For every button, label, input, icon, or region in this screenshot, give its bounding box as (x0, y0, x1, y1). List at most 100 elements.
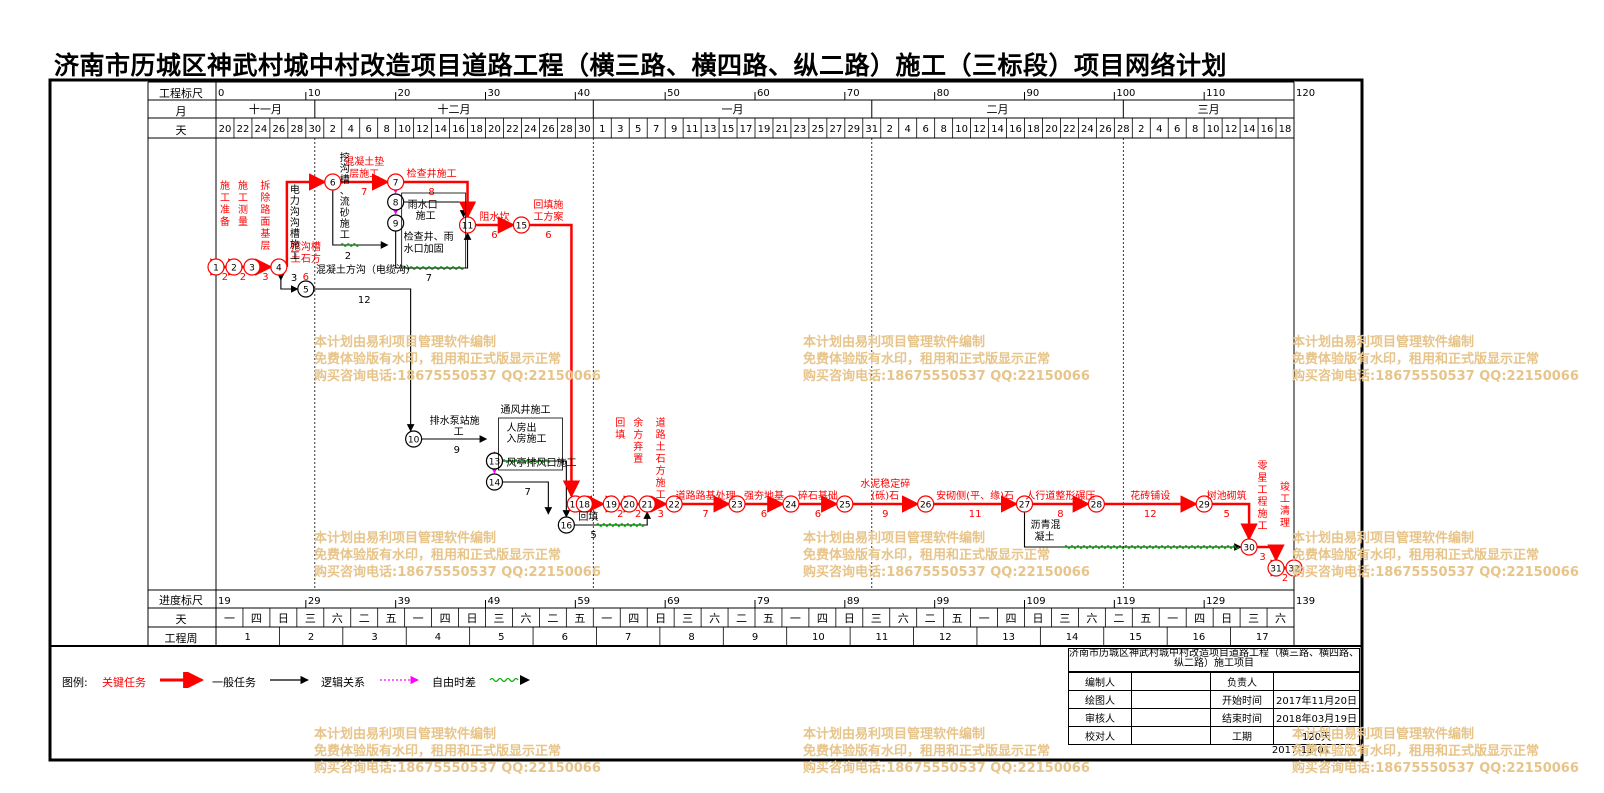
arrow-4-5b (280, 275, 299, 293)
label-27-30b: 凝土 (1035, 530, 1055, 543)
critical-duration: 6 (303, 272, 309, 283)
info-reviewer-label: 审核人 (1068, 708, 1132, 727)
progress-tick-label: 69 (667, 596, 680, 607)
event-node-label: 11 (462, 222, 473, 232)
day-label: 8 (1192, 124, 1198, 135)
legend-logic-arrow (380, 675, 419, 685)
progress-tick-label: 29 (308, 596, 321, 607)
label-10-12b: 工 (454, 427, 464, 438)
day-label: 30 (578, 124, 591, 135)
label-6-9: 槽 (340, 173, 350, 186)
day-label: 18 (1279, 124, 1292, 135)
critical-label: 挖沟槽 (291, 240, 321, 253)
progress-tick-label: 129 (1206, 596, 1225, 607)
event-node (225, 258, 243, 276)
info-end-date: 2018年03月19日 (1273, 708, 1360, 727)
label-5-10: 混凝土方沟（电缆沟） (316, 263, 416, 276)
day-label: 16 (1009, 124, 1022, 135)
label-27-30: 沥青混 (1031, 518, 1061, 531)
critical-label-char: 余 (633, 416, 643, 429)
event-node-label: 6 (330, 179, 336, 189)
event-node-label: 18 (579, 501, 591, 511)
event-node-label: 17 (570, 501, 581, 511)
day-label: 4 (348, 124, 354, 135)
info-editor-label: 编制人 (1068, 672, 1132, 691)
float-27-30 (1064, 545, 1239, 549)
row-label-week: 工程周 (164, 632, 198, 645)
day-label: 13 (704, 124, 717, 135)
weekday-label: 五 (574, 612, 585, 625)
dur-10-12: 9 (454, 445, 460, 456)
outer-frame (48, 78, 1364, 762)
info-end-label: 结束时间 (1210, 708, 1274, 727)
weekday-label: 三 (305, 612, 316, 625)
row-label-day: 天 (175, 124, 187, 137)
week-label: 7 (625, 632, 631, 643)
critical-label-char: 层 (260, 240, 270, 252)
legend-title: 图例: (62, 676, 88, 689)
dur-4-5: 3 (291, 273, 297, 284)
week-label: 11 (875, 632, 888, 643)
critical-duration: 2 (240, 272, 246, 283)
critical-label-char: 竣 (1280, 480, 1290, 493)
weekday-label: 三 (682, 612, 693, 625)
critical-label-char: 施 (1258, 507, 1268, 520)
weekday-label: 五 (1140, 612, 1151, 625)
day-label: 18 (1027, 124, 1040, 135)
critical-label-char: 路 (260, 203, 270, 216)
scale-tick-label: 40 (577, 88, 590, 99)
day-label: 10 (398, 124, 411, 135)
day-label: 9 (671, 124, 677, 135)
critical-arrow-4-6 (285, 173, 327, 267)
event-nodes: 1234567891011121314151617181920212223242… (207, 173, 1303, 577)
dur-5-10: 12 (358, 295, 371, 306)
critical-duration: 6 (491, 230, 497, 241)
row-label-month: 月 (175, 105, 187, 118)
weekday-label: 五 (763, 612, 774, 625)
day-label: 22 (506, 124, 519, 135)
day-label: 21 (776, 124, 789, 135)
event-node-label: 27 (1019, 501, 1030, 511)
critical-label-char: 准 (220, 204, 230, 216)
weekday-label: 四 (1006, 612, 1017, 625)
label-6-9: 砂 (340, 206, 350, 219)
progress-tick-label: 119 (1116, 596, 1135, 607)
event-node (575, 495, 593, 513)
week-label: 9 (752, 632, 758, 643)
week-label: 1 (245, 632, 251, 643)
critical-duration: 6 (761, 509, 767, 520)
weekday-label: 二 (1113, 612, 1124, 625)
scale-tick-label: 100 (1116, 88, 1135, 99)
arrow-14-16 (502, 481, 553, 515)
info-checker-label: 校对人 (1068, 726, 1132, 745)
weekday-label: 四 (1194, 612, 1205, 625)
day-label: 23 (794, 124, 807, 135)
day-label: 31 (865, 124, 878, 135)
event-node (638, 495, 656, 513)
event-node-label: 7 (393, 179, 399, 189)
critical-label-char: 零 (1258, 460, 1268, 472)
event-node-label: 3 (249, 264, 255, 274)
event-node (557, 516, 575, 534)
day-label: 16 (1261, 124, 1274, 135)
event-node-label: 16 (561, 522, 573, 532)
critical-label-char: 备 (220, 215, 230, 228)
day-label: 29 (847, 124, 860, 135)
critical-duration: 6 (545, 230, 551, 241)
week-label: 3 (371, 632, 377, 643)
weekday-label: 日 (1032, 612, 1043, 625)
event-node-label: 13 (489, 458, 500, 468)
label-9-11: 检查井、雨 (404, 230, 454, 243)
dur-6-9: 2 (345, 251, 351, 262)
critical-label: 层施工 (349, 167, 379, 180)
event-node (665, 495, 683, 513)
critical-duration: 3 (1259, 552, 1265, 563)
weekday-label: 日 (655, 612, 666, 625)
scale-tick-label: 60 (757, 88, 770, 99)
event-node (1267, 559, 1285, 577)
event-node-label: 23 (731, 501, 742, 511)
weekday-label: 三 (1248, 612, 1259, 625)
critical-duration: 6 (815, 509, 821, 520)
day-label: 8 (383, 124, 389, 135)
